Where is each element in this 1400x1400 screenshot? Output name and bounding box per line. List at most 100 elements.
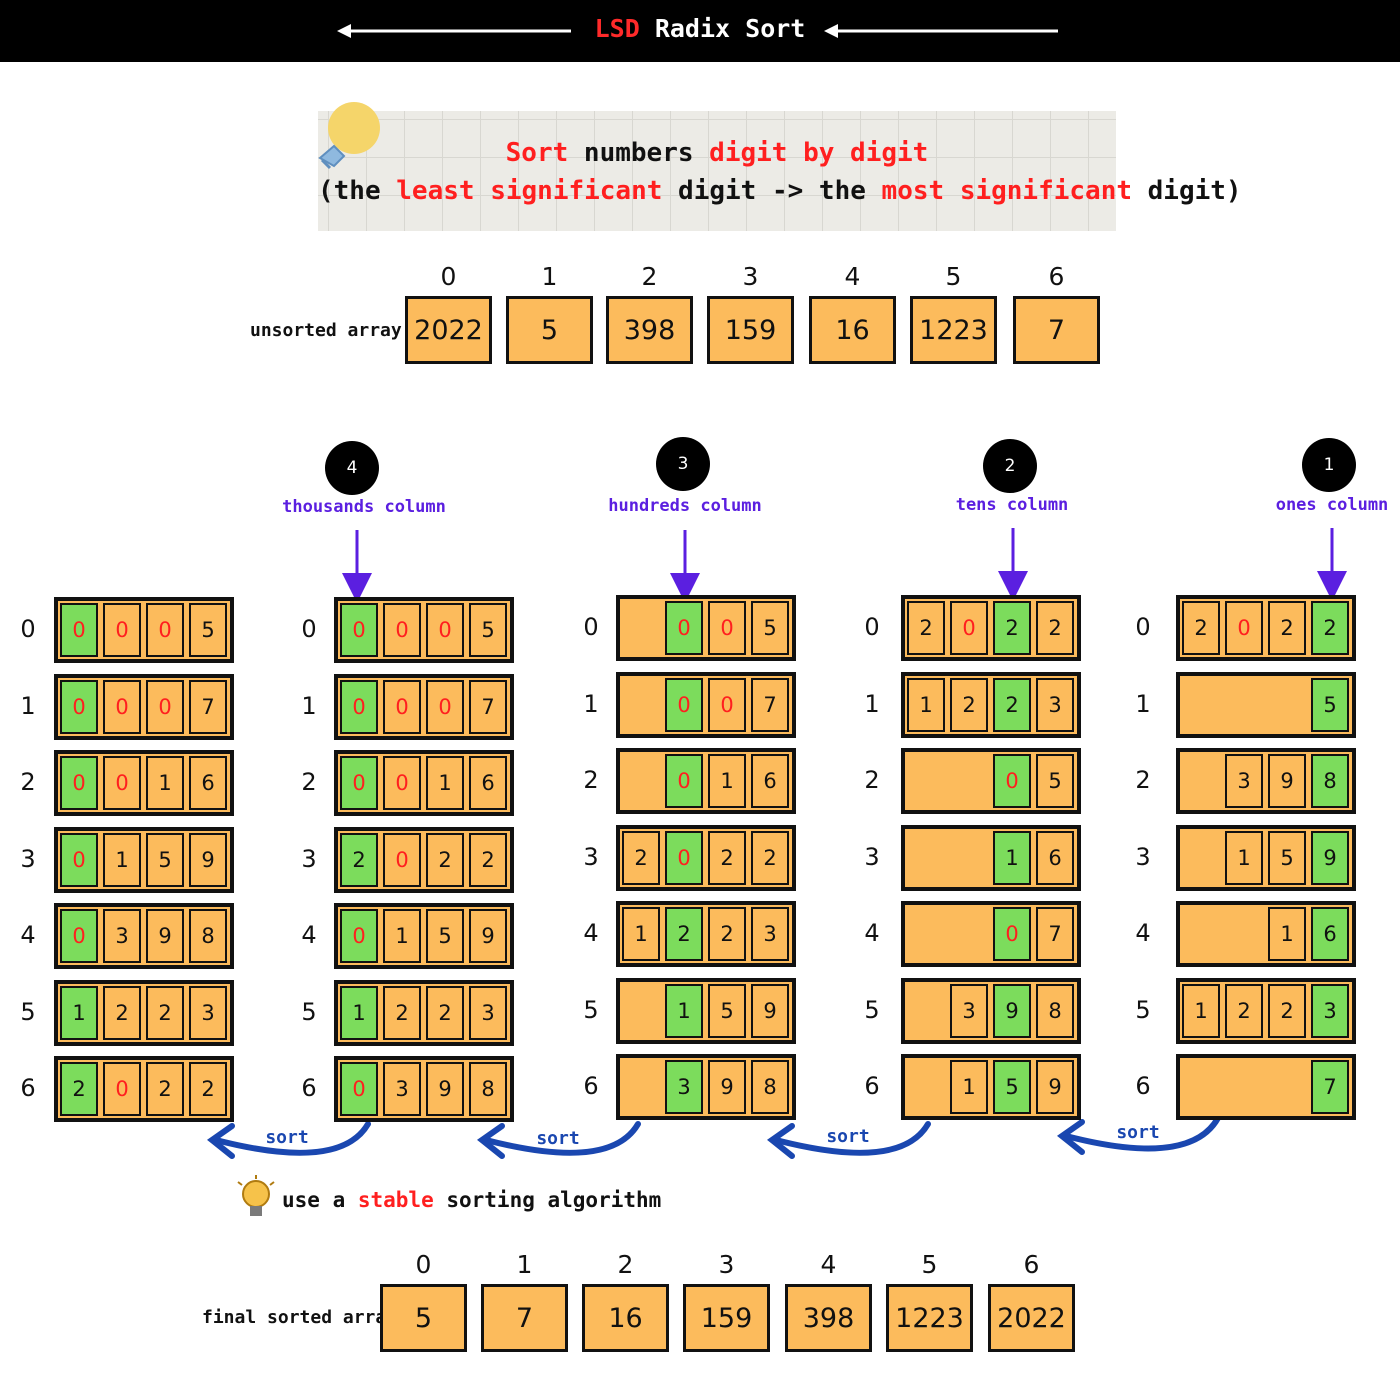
digit-cell: 5 (469, 603, 507, 657)
digit-cell: 3 (103, 909, 141, 963)
digit-cell: 2 (751, 830, 789, 885)
digit-cell: 2 (665, 907, 703, 961)
digit-cell: 0 (60, 756, 98, 810)
array-index: 5 (945, 262, 962, 291)
digit-cell: 0 (383, 756, 421, 810)
digit-cell: 3 (950, 983, 988, 1038)
array-cell: 2022 (988, 1284, 1075, 1352)
digit-cell: 2 (1268, 983, 1306, 1038)
digit-cell: 9 (1036, 1060, 1074, 1114)
row-index: 4 (864, 919, 880, 947)
digit-cell: 7 (469, 679, 507, 734)
digit-cell: 6 (751, 754, 789, 808)
row-index: 1 (864, 689, 880, 718)
text-segment: digit) (1132, 176, 1242, 206)
digit-cell: 5 (708, 983, 746, 1038)
row-index: 1 (583, 689, 599, 718)
digit-cell: 0 (146, 603, 184, 657)
digit-cell: 2 (1182, 601, 1220, 655)
digit-cell: 0 (665, 830, 703, 885)
digit-cell: 3 (1036, 677, 1074, 732)
text-segment: digit by digit (709, 138, 929, 168)
digit-cell: 1 (60, 985, 98, 1040)
row-index: 3 (583, 842, 599, 871)
digit-cell: 0 (383, 603, 421, 657)
array-index: 0 (415, 1250, 432, 1279)
row-index: 0 (301, 615, 317, 643)
digit-cell: 2 (1268, 601, 1306, 655)
array-cell: 398 (606, 296, 693, 364)
sort-label: sort (536, 1128, 580, 1149)
digit-cell: 0 (103, 756, 141, 810)
digit-cell: 1 (146, 756, 184, 810)
digit-cell: 5 (426, 909, 464, 963)
row-index: 0 (864, 613, 880, 641)
digit-cell: 3 (383, 1062, 421, 1116)
row-index: 2 (583, 766, 599, 794)
step-badge: 3 (656, 437, 710, 491)
array-cell: 2022 (405, 296, 492, 364)
digit-cell: 8 (469, 1062, 507, 1116)
array-index: 3 (742, 262, 759, 291)
digit-cell: 0 (665, 601, 703, 655)
row-index: 3 (301, 844, 317, 873)
row-index: 5 (583, 995, 599, 1024)
text-segment: stable (357, 1188, 434, 1212)
digit-cell: 1 (993, 830, 1031, 885)
digit-cell: 0 (103, 1062, 141, 1116)
digit-cell: 5 (993, 1060, 1031, 1114)
row-index: 6 (1135, 1072, 1151, 1100)
digit-cell: 1 (103, 832, 141, 887)
digit-cell: 0 (665, 677, 703, 732)
text-segment: digit -> the (662, 176, 882, 206)
digit-cell: 0 (60, 909, 98, 963)
digit-cell: 9 (751, 983, 789, 1038)
row-index: 6 (20, 1074, 36, 1102)
row-index: 5 (1135, 995, 1151, 1024)
row-index: 3 (1135, 842, 1151, 871)
digit-cell: 0 (103, 679, 141, 734)
digit-row: 7 (1176, 1054, 1356, 1120)
array-index: 2 (641, 262, 658, 291)
digit-cell: 2 (60, 1062, 98, 1116)
digit-cell: 5 (751, 601, 789, 655)
row-index: 1 (1135, 689, 1151, 718)
note-line-2: (the least significant digit -> the most… (318, 176, 1242, 206)
note-line-1: Sort numbers digit by digit (318, 138, 1116, 168)
row-index: 5 (301, 997, 317, 1026)
digit-cell: 5 (1268, 830, 1306, 885)
digit-cell: 2 (907, 601, 945, 655)
digit-cell: 9 (469, 909, 507, 963)
step-badge: 1 (1302, 438, 1356, 492)
digit-cell: 0 (340, 909, 378, 963)
array-cell: 5 (506, 296, 593, 364)
row-index: 2 (301, 768, 317, 796)
column-label: thousands column (282, 497, 446, 517)
digit-cell: 6 (469, 756, 507, 810)
digit-cell: 2 (993, 677, 1031, 732)
digit-cell: 9 (189, 832, 227, 887)
row-index: 6 (583, 1072, 599, 1100)
array-index: 0 (440, 262, 457, 291)
row-index: 0 (20, 615, 36, 643)
digit-cell: 0 (60, 603, 98, 657)
digit-cell: 3 (1311, 983, 1349, 1038)
array-index: 6 (1023, 1250, 1040, 1279)
